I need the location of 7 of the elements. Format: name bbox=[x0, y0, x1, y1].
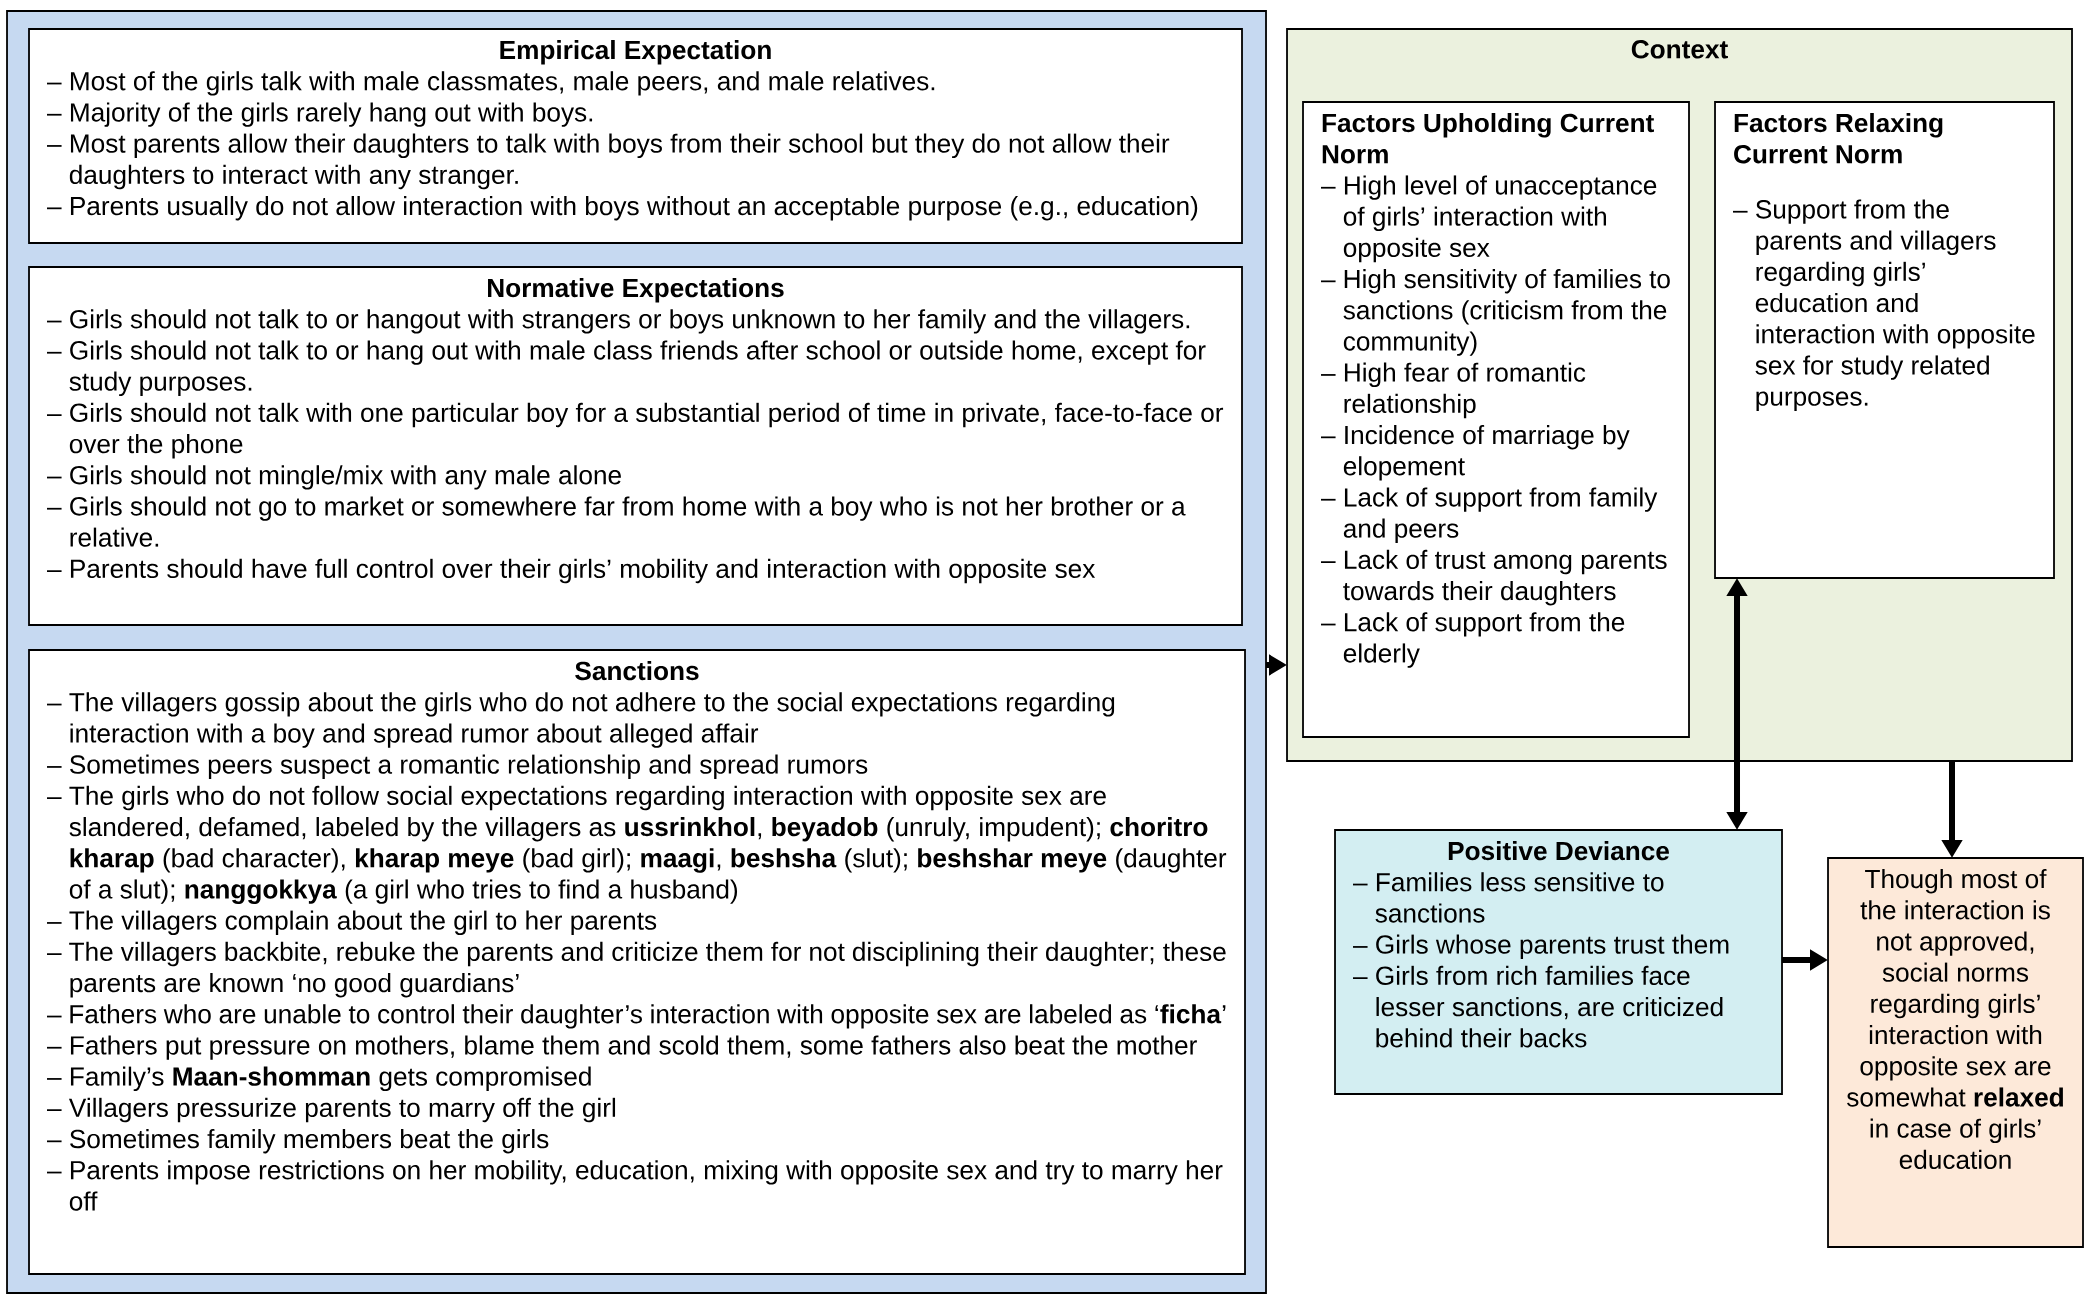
deviance-box: Positive Deviance – Families less sensitive to sanctions – Girls whose parents trust them – Girls from rich families face lesser sanctions, are criticized behind their backs bbox=[1334, 829, 1783, 1095]
outcome-box: Though most of the interaction is not approved, social norms regarding girls’ interaction with opposite sex are somewhat relaxed in case of girls’ education bbox=[1827, 857, 2084, 1248]
sanctions-box: Sanctions – The villagers gossip about the girls who do not adhere to the social expectations regarding interaction with a boy and spread rumor about alleged affair – Sometimes peers suspect a romantic relationship and spread rumors – The girls who do not follow social expectations regarding interaction with opposite sex are slandered, defamed, labeled by the villagers as ussrinkhol, beyadob (unruly, impudent); choritro kharap (bad character), kharap meye (bad girl); maagi, beshsha (slut); beshshar meye (daughter of a slut); nanggokkya (a girl who tries to find a husband) – The villagers complain about the girl to her parents – The villagers backbite, rebuke the parents and criticize them for not disciplining their daughter; these parents are known ‘no good guardians’ – Fathers who are unable to control their daughter’s interaction with opposite sex are labeled as ‘ficha’ – Fathers put pressure on mothers, blame them and scold them, some fathers also beat the mother – Family’s Maan-shomman gets compromised – Villagers pressurize parents to marry off the girl – Sometimes family members beat the girls – Parents impose restrictions on her mobility, education, mixing with opposite sex and try to marry her off bbox=[28, 649, 1246, 1275]
factor-box: Factors Relaxing Current Norm – Support from the parents and villagers regarding girls’ education and interaction with opposite sex for study related purposes. bbox=[1714, 101, 2055, 579]
factor-box: Factors Upholding Current Norm – High level of unacceptance of girls’ interaction with opposite sex – High sensitivity of families to sanctions (criticism from the community) – High fear of romantic relationship – Incidence of marriage by elopement – Lack of support from family and peers – Lack of trust among parents towards their daughters – Lack of support from the elderly bbox=[1302, 101, 1690, 738]
expectation-box: Normative Expectations – Girls should not talk to or hangout with strangers or boys unknown to her family and the villagers. – Girls should not talk to or hang out with male class friends after school or outside home, except for study purposes. – Girls should not talk with one particular boy for a substantial period of time in private, face-to-face or over the phone – Girls should not mingle/mix with any male alone – Girls should not go to market or somewhere far from home with a boy who is not her brother or a relative. – Parents should have full control over their girls’ mobility and interaction with opposite sex bbox=[28, 266, 1243, 626]
expectation-box: Empirical Expectation – Most of the girls talk with male classmates, male peers, and male relatives. – Majority of the girls rarely hang out with boys. – Most parents allow their daughters to talk with boys from their school but they do not allow their daughters to interact with any stranger. – Parents usually do not allow interaction with boys without an acceptable purpose (e.g., education) bbox=[28, 28, 1243, 244]
